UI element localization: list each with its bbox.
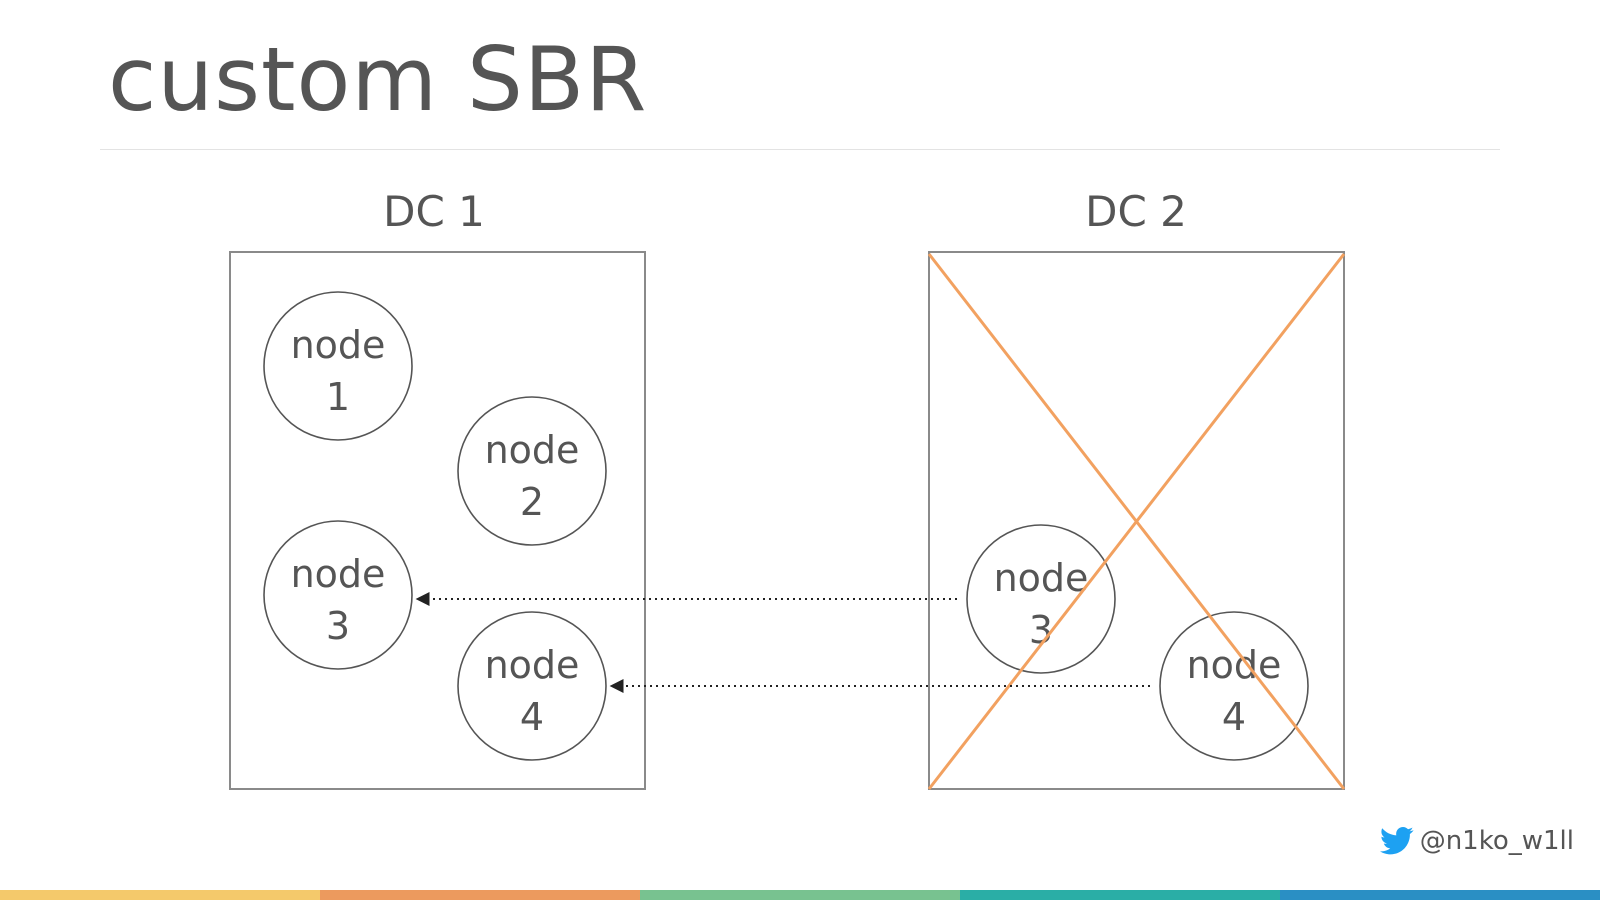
node-circle: [263, 520, 413, 670]
node-number: 4: [1222, 695, 1246, 739]
node-label: node: [291, 552, 386, 596]
node-circle: [263, 291, 413, 441]
node-label: node: [994, 556, 1089, 600]
twitter-bird-icon: [1379, 826, 1414, 855]
node-circle: [1159, 611, 1309, 761]
dc1-node-4: node 4: [457, 611, 607, 761]
dc2-node-3: node 3: [966, 524, 1116, 674]
node-circle: [457, 611, 607, 761]
footer-color-stripes: [0, 890, 1600, 900]
node-label: node: [485, 428, 580, 472]
node-number: 1: [326, 375, 350, 419]
stripe-orange: [320, 890, 640, 900]
stripe-blue: [1280, 890, 1600, 900]
node-label: node: [291, 323, 386, 367]
stripe-yellow: [0, 890, 320, 900]
slide-title: custom SBR: [108, 28, 648, 131]
node-label: node: [485, 643, 580, 687]
dc1-node-3: node 3: [263, 520, 413, 670]
stripe-green: [640, 890, 960, 900]
twitter-handle-text: @n1ko_w1ll: [1419, 826, 1574, 856]
dc2-box: [928, 251, 1345, 790]
node-label: node: [1187, 643, 1282, 687]
node-number: 3: [326, 604, 350, 648]
dc2-node-4: node 4: [1159, 611, 1309, 761]
dc2-cross-out: [927, 253, 1346, 790]
stripe-teal: [960, 890, 1280, 900]
node-number: 2: [520, 480, 544, 524]
node-circle: [966, 524, 1116, 674]
cross-line: [927, 253, 1346, 790]
dc1-node-1: node 1: [263, 291, 413, 441]
dc1-box: [229, 251, 646, 790]
node-number: 4: [520, 695, 544, 739]
title-divider: [100, 149, 1500, 150]
datacenter-2: DC 2 node 3 node 4: [927, 187, 1346, 790]
dc1-node-2: node 2: [457, 396, 607, 546]
footer-twitter-handle: @n1ko_w1ll: [1379, 826, 1574, 856]
node-circle: [457, 396, 607, 546]
dc1-label: DC 1: [383, 187, 485, 236]
datacenter-1: DC 1 node 1 node 2 node 3 node 4: [229, 187, 646, 790]
migration-arrows: [415, 592, 1150, 693]
dc2-label: DC 2: [1085, 187, 1187, 236]
